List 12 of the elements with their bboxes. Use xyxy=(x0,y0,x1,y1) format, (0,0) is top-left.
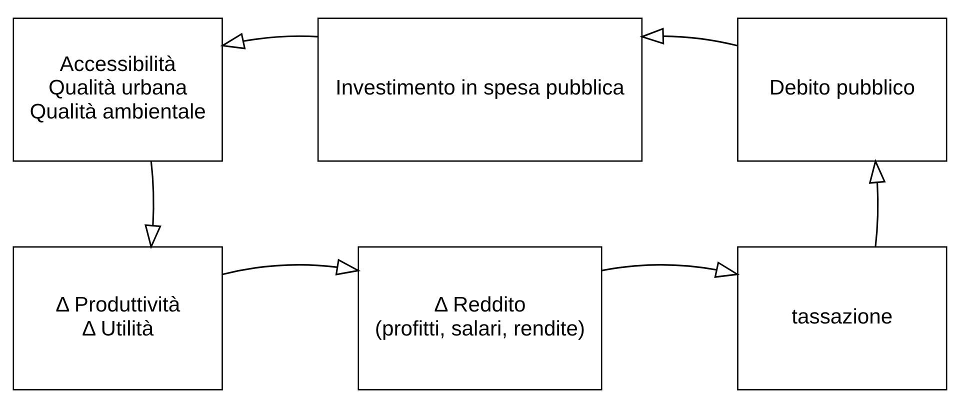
arrow xyxy=(868,158,886,246)
arrow xyxy=(220,32,318,49)
node-box: Investimento in spesa pubblica xyxy=(317,17,643,162)
arrow xyxy=(144,160,162,249)
node-box: Δ Produttività Δ Utilità xyxy=(12,246,223,390)
node-box: Accessibilità Qualità urbana Qualità ambientale xyxy=(12,17,223,162)
arrow xyxy=(640,27,738,46)
node-box: Δ Reddito (profitti, salari, rendite) xyxy=(358,246,602,390)
arrow xyxy=(602,260,740,278)
node-box: Debito pubblico xyxy=(737,17,948,162)
arrow xyxy=(222,258,361,276)
node-box: tassazione xyxy=(737,246,948,390)
